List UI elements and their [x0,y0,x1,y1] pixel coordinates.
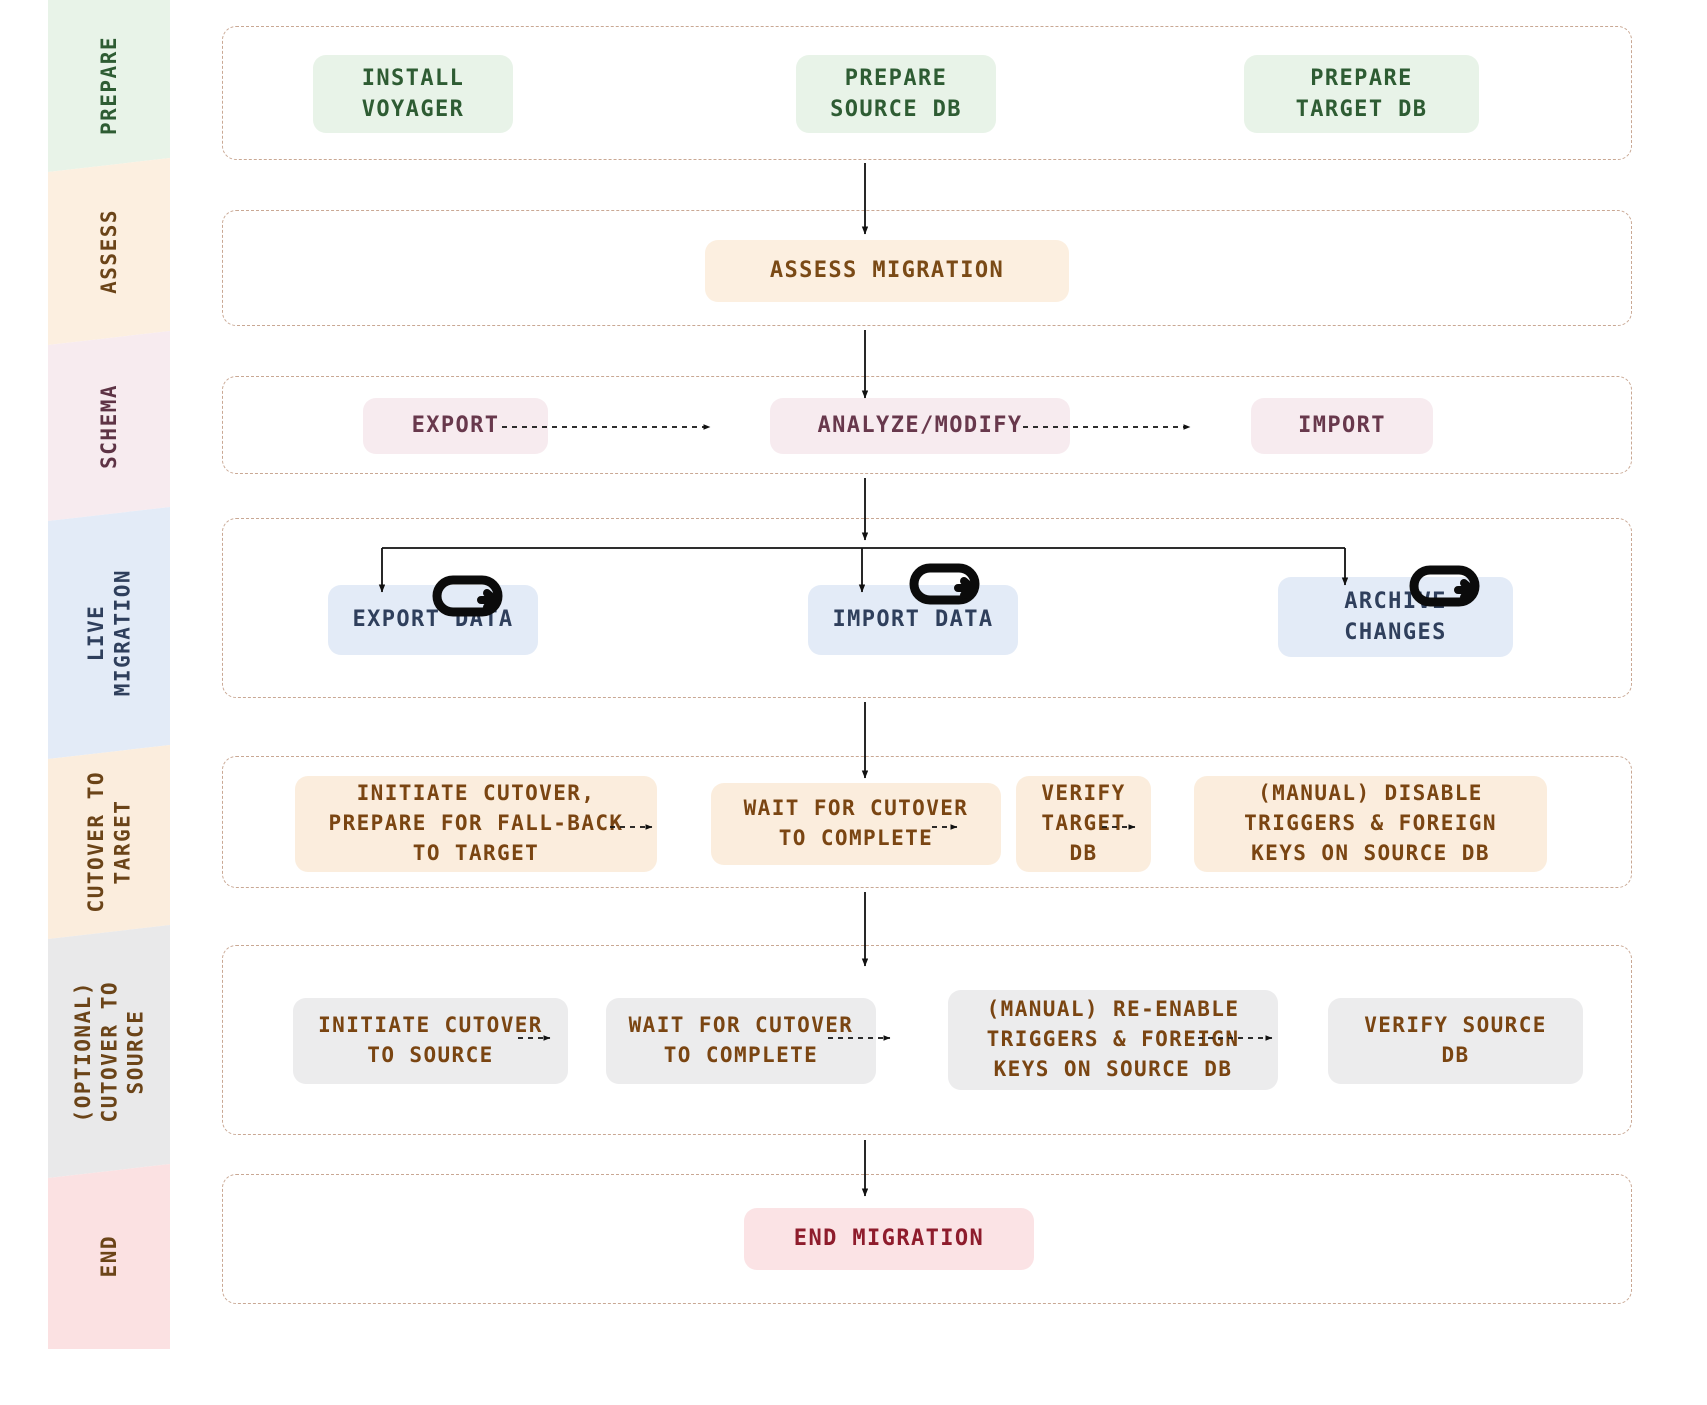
node-schema-export[interactable]: EXPORT [363,398,548,454]
node-end-migration[interactable]: END MIGRATION [744,1208,1034,1270]
node-reenable-triggers[interactable]: (MANUAL) RE-ENABLE TRIGGERS & FOREIGN KE… [948,990,1278,1090]
phase-rail: PREPARE ASSESS SCHEMA LIVE MIGRATION CUT… [0,0,170,1405]
node-wait-for-cutover-source[interactable]: WAIT FOR CUTOVER TO COMPLETE [606,998,876,1084]
rail-label-cutover-to-target: CUTOVER TO TARGET [83,771,134,913]
node-import-data[interactable]: IMPORT DATA [808,585,1018,655]
node-archive-changes[interactable]: ARCHIVE CHANGES [1278,577,1513,657]
node-schema-import[interactable]: IMPORT [1251,398,1433,454]
node-initiate-cutover-source[interactable]: INITIATE CUTOVER TO SOURCE [293,998,568,1084]
node-prepare-target-db[interactable]: PREPARE TARGET DB [1244,55,1479,133]
rail-label-end: END [96,1235,121,1278]
rail-band-live-migration: LIVE MIGRATION [48,507,170,759]
phase-container-schema: EXPORT ANALYZE/MODIFY IMPORT [222,376,1632,474]
phase-container-cutover-to-target: INITIATE CUTOVER, PREPARE FOR FALL-BACK … [222,756,1632,888]
phase-container-cutover-to-source: INITIATE CUTOVER TO SOURCE WAIT FOR CUTO… [222,945,1632,1135]
phase-container-prepare: INSTALL VOYAGER PREPARE SOURCE DB PREPAR… [222,26,1632,160]
node-wait-for-cutover-target[interactable]: WAIT FOR CUTOVER TO COMPLETE [711,783,1001,865]
phase-container-live-migration: EXPORT DATA IMPORT DATA ARCHIVE CHANGES [222,518,1632,698]
rail-band-cutover-to-target: CUTOVER TO TARGET [48,745,170,939]
node-initiate-cutover-target[interactable]: INITIATE CUTOVER, PREPARE FOR FALL-BACK … [295,776,657,872]
node-disable-triggers[interactable]: (MANUAL) DISABLE TRIGGERS & FOREIGN KEYS… [1194,776,1547,872]
rail-label-live-migration: LIVE MIGRATION [83,569,134,697]
node-install-voyager[interactable]: INSTALL VOYAGER [313,55,513,133]
rail-band-cutover-to-source: (OPTIONAL) CUTOVER TO SOURCE [48,925,170,1178]
phase-container-end: END MIGRATION [222,1174,1632,1304]
node-schema-analyze-modify[interactable]: ANALYZE/MODIFY [770,398,1070,454]
node-assess-migration[interactable]: ASSESS MIGRATION [705,240,1069,302]
node-export-data[interactable]: EXPORT DATA [328,585,538,655]
node-verify-source-db[interactable]: VERIFY SOURCE DB [1328,998,1583,1084]
rail-band-end: END [48,1164,170,1349]
rail-label-cutover-to-source: (OPTIONAL) CUTOVER TO SOURCE [70,980,148,1123]
rail-label-prepare: PREPARE [96,36,121,136]
rail-band-schema: SCHEMA [48,331,170,521]
node-verify-target-db[interactable]: VERIFY TARGET DB [1016,776,1151,872]
rail-label-assess: ASSESS [96,209,121,294]
flow-canvas: INSTALL VOYAGER PREPARE SOURCE DB PREPAR… [170,0,1707,1405]
rail-band-prepare: PREPARE [48,0,170,172]
node-prepare-source-db[interactable]: PREPARE SOURCE DB [796,55,996,133]
rail-label-schema: SCHEMA [96,383,121,469]
rail-band-assess: ASSESS [48,158,170,345]
phase-container-assess: ASSESS MIGRATION [222,210,1632,326]
